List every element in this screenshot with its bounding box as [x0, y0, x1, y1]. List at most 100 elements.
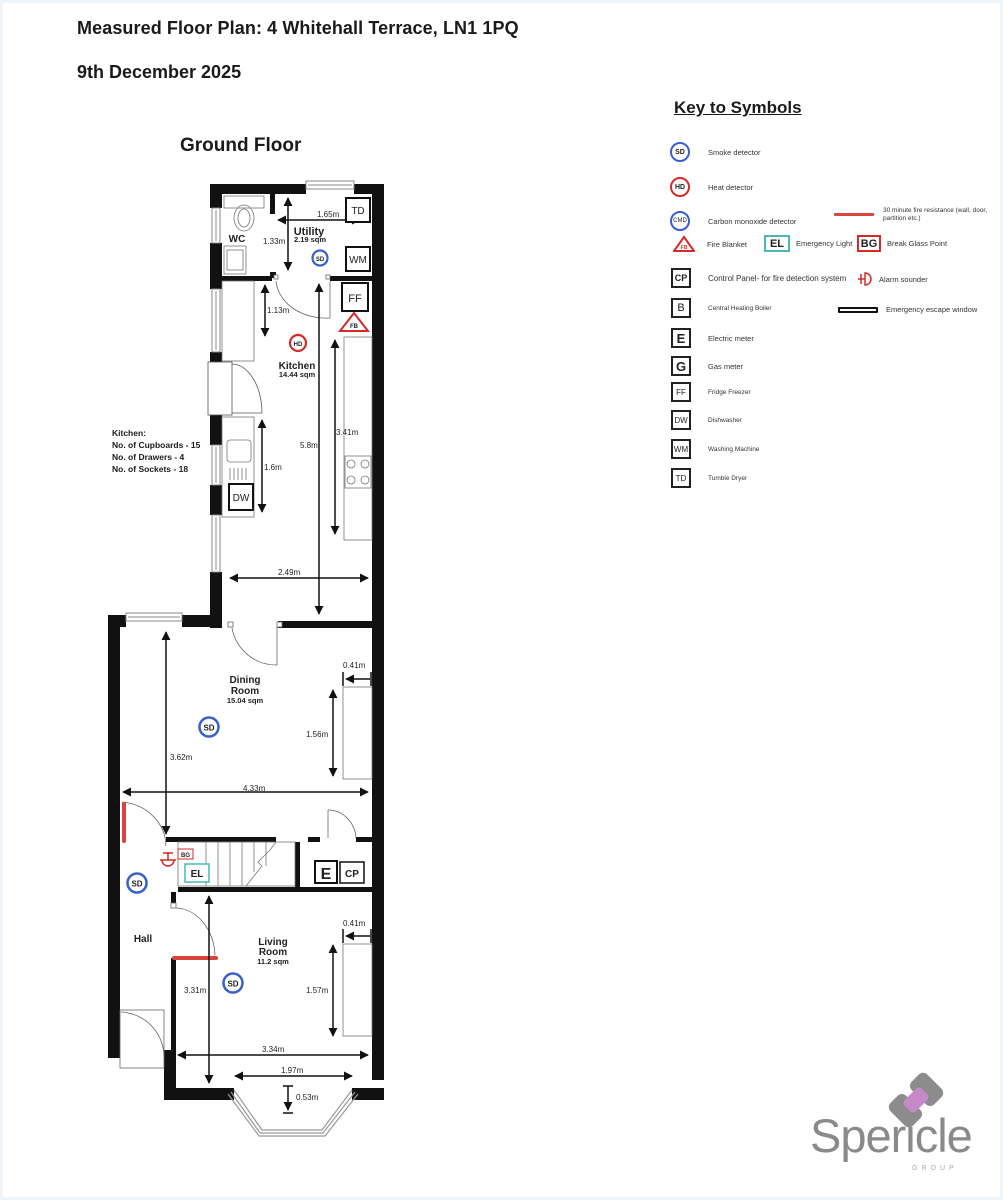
svg-text:SD: SD [131, 880, 142, 889]
svg-text:EL: EL [191, 869, 204, 880]
floor-title: Ground Floor [180, 135, 302, 156]
dim-living-length: 3.31m [184, 986, 207, 995]
dim-kitchen-width: 2.49m [278, 568, 301, 577]
fridge-freezer-icon: FF [671, 382, 691, 402]
smoke-detector-dining: SD [198, 716, 220, 738]
appliance-symbols: TD WM FF FB DW E CP EL [160, 197, 371, 884]
escape-window-icon [838, 306, 878, 313]
smoke-detector-icon: SD [670, 142, 690, 162]
key-item-fire-resistance: 30 minute fire resistance (wall, door, p… [834, 207, 1003, 223]
logo-wordmark: Spericle [810, 1109, 973, 1162]
room-kitchen: Kitchen [279, 361, 316, 372]
kitchen-notes-heading: Kitchen: [112, 428, 146, 438]
room-utility: Utility [294, 226, 325, 238]
dim-utility-height: 1.33m [263, 237, 286, 246]
walls [108, 184, 384, 1100]
room-dining-line1: Dining [229, 675, 260, 686]
room-labels: WC Utility 2.19 sqm Kitchen 14.44 sqm Di… [134, 226, 327, 966]
dim-dining-length: 3.62m [170, 753, 193, 762]
room-utility-area: 2.19 sqm [294, 235, 326, 244]
kitchen-side-door [207, 361, 263, 416]
key-item-alarm-sounder: Alarm sounder [856, 270, 928, 288]
dim-dining-alcove-length: 1.56m [306, 730, 329, 739]
smoke-detector-living: SD [222, 972, 244, 994]
dim-dining-alcove-depth: 0.41m [343, 661, 366, 670]
fire-blanket-icon: FB [673, 235, 695, 252]
smoke-detector-hall: SD [126, 872, 148, 894]
svg-text:SD: SD [203, 724, 214, 733]
key-item-control-panel: CP Control Panel- for fire detection sys… [671, 268, 846, 288]
svg-text:SD: SD [316, 257, 325, 263]
dim-kitchen-window-run: 1.13m [267, 306, 290, 315]
smoke-detector-utility: SD [311, 249, 329, 267]
key-item-tumble-dryer: TD Tumble Dryer [671, 468, 747, 488]
svg-text:FB: FB [681, 245, 688, 251]
page-title: Measured Floor Plan: 4 Whitehall Terrace… [77, 18, 519, 38]
tumble-dryer-symbol: TD [345, 197, 371, 223]
key-item-fire-blanket: FB Fire Blanket [673, 235, 747, 253]
electric-meter-symbol: E [314, 860, 338, 884]
detectors: SD HD SD SD SD [126, 249, 329, 994]
key-item-electric-meter: E Electric meter [671, 328, 754, 348]
kitchen-notes-cupboards: No. of Cupboards - 15 [112, 440, 201, 450]
key-item-boiler: B Central Heating Boiler [671, 298, 772, 318]
kitchen-notes-sockets: No. of Sockets - 18 [112, 464, 189, 474]
heat-detector-icon: HD [670, 177, 690, 197]
electric-meter-icon: E [671, 328, 691, 348]
key-item-dishwasher: DW Dishwasher [671, 410, 742, 430]
svg-text:SD: SD [227, 980, 238, 989]
key-item-washing-machine: WM Washing Machine [671, 439, 759, 459]
svg-text:BG: BG [181, 853, 190, 859]
dim-kitchen-sink-run: 1.6m [264, 463, 282, 472]
key-item-gas-meter: G Gas meter [671, 356, 743, 376]
room-dining-area: 15.04 sqm [227, 696, 264, 705]
fridge-freezer-symbol: FF [341, 282, 369, 312]
kitchen-notes-drawers: No. of Drawers - 4 [112, 452, 185, 462]
key-item-co-detector: CMD Carbon monoxide detector [670, 211, 796, 231]
break-glass-icon: BG [857, 235, 881, 252]
svg-text:E: E [321, 866, 332, 883]
page [3, 3, 1000, 1197]
svg-text:FF: FF [348, 293, 362, 305]
bay-window [227, 1089, 359, 1137]
dim-living-width: 3.34m [262, 1045, 285, 1054]
dishwasher-symbol: DW [228, 483, 254, 511]
company-logo: Spericle GROUP [808, 1070, 988, 1180]
stairs [177, 841, 296, 887]
logo-subtitle: GROUP [912, 1165, 958, 1172]
washing-machine-icon: WM [671, 439, 691, 459]
dishwasher-icon: DW [671, 410, 691, 430]
gas-meter-icon: G [671, 356, 691, 376]
room-living-line1: Living [258, 937, 287, 948]
fire-resistance-icon [834, 213, 874, 216]
dim-living-alcove-length: 1.57m [306, 986, 329, 995]
svg-text:HD: HD [294, 342, 303, 348]
co-detector-icon: CMD [670, 211, 690, 231]
dim-dining-width: 4.33m [243, 784, 266, 793]
break-glass-symbol: BG [177, 848, 194, 860]
dim-kitchen-length: 5.8m [300, 441, 318, 450]
room-living-line2: Room [259, 947, 287, 958]
boiler-icon: B [671, 298, 691, 318]
key-item-smoke-detector: SD Smoke detector [670, 142, 761, 162]
key-item-break-glass: BG Break Glass Point [857, 235, 947, 252]
key-item-heat-detector: HD Heat detector [670, 177, 753, 197]
key-item-escape-window: Emergency escape window [838, 305, 977, 314]
kitchen-fixtures [221, 280, 373, 1037]
control-panel-symbol: CP [339, 861, 365, 884]
alarm-sounder-icon [858, 272, 872, 286]
tumble-dryer-icon: TD [671, 468, 691, 488]
dim-utility-width: 1.65m [317, 210, 340, 219]
logo-mark-icon [888, 1072, 944, 1128]
svg-text:WM: WM [349, 255, 367, 266]
room-living-area: 11.2 sqm [257, 957, 289, 966]
dim-living-alcove-depth: 0.41m [343, 919, 366, 928]
room-kitchen-area: 14.44 sqm [279, 370, 316, 379]
key-item-emergency-light: EL Emergency Light [764, 235, 852, 252]
svg-text:TD: TD [351, 206, 364, 217]
emergency-light-icon: EL [764, 235, 790, 252]
dimension-arrows [122, 197, 372, 1114]
svg-text:DW: DW [233, 493, 250, 504]
room-hall: Hall [134, 934, 153, 945]
